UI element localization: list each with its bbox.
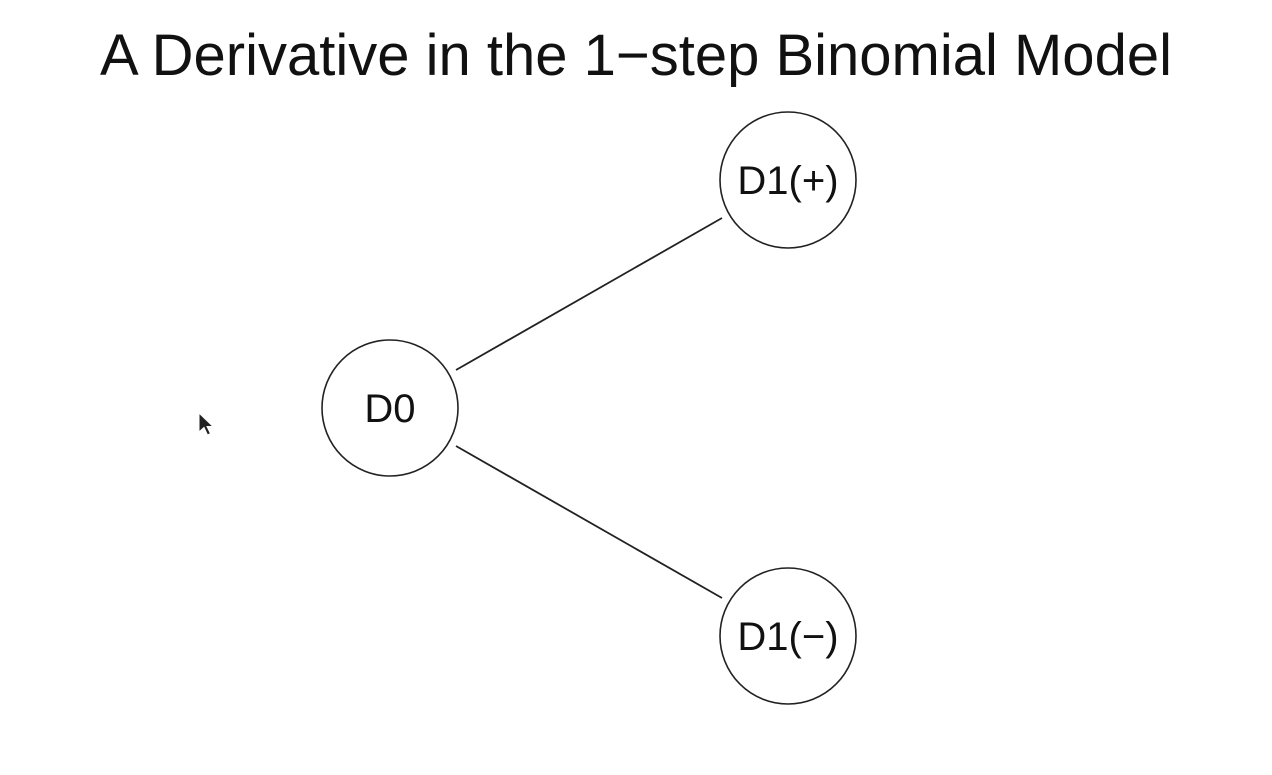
edge-d0-to-d1-up bbox=[455, 217, 723, 371]
slide-title: A Derivative in the 1−step Binomial Mode… bbox=[100, 23, 1172, 88]
edge-d0-to-d1-down bbox=[455, 445, 723, 599]
node-d0-circle bbox=[321, 339, 459, 477]
node-d1-up: D1(+) bbox=[719, 111, 857, 249]
node-d1-up-label: D1(+) bbox=[737, 159, 838, 203]
mouse-pointer-icon bbox=[198, 412, 215, 436]
node-d1-down-circle bbox=[719, 567, 857, 705]
node-d0-label: D0 bbox=[364, 387, 415, 431]
node-d1-up-circle bbox=[719, 111, 857, 249]
node-d1-down: D1(−) bbox=[719, 567, 857, 705]
node-d0: D0 bbox=[321, 339, 459, 477]
node-d1-down-label: D1(−) bbox=[737, 615, 838, 659]
